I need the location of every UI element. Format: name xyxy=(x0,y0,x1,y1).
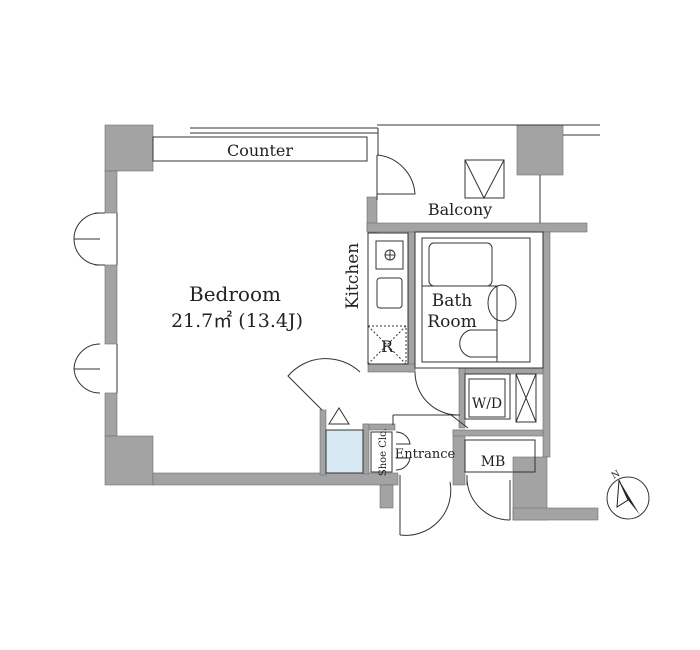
walls xyxy=(104,124,599,521)
north-compass-icon: N xyxy=(606,469,650,520)
drain-icon xyxy=(464,159,505,200)
compass-label: N xyxy=(610,469,622,482)
closet xyxy=(325,429,364,474)
kitchen-stove xyxy=(375,240,404,270)
bedroom-door[interactable] xyxy=(287,358,361,411)
balcony-door[interactable] xyxy=(376,154,416,200)
window-upper xyxy=(73,212,118,266)
washer-dryer xyxy=(468,378,506,418)
bath-door[interactable] xyxy=(414,371,459,416)
label-room: Room xyxy=(427,312,476,332)
toilet xyxy=(459,329,497,358)
entrance-door[interactable] xyxy=(399,475,452,536)
label-shoe-closet: Shoe Clo. xyxy=(378,428,389,476)
refrigerator-space xyxy=(367,325,407,365)
washbasin xyxy=(487,284,517,322)
label-counter: Counter xyxy=(227,141,293,160)
label-refrigerator: R xyxy=(381,337,394,356)
closet-door-marker xyxy=(328,407,350,425)
label-balcony: Balcony xyxy=(428,200,492,219)
meter-box xyxy=(464,439,536,473)
window-lower xyxy=(73,343,118,394)
kitchen-sink xyxy=(376,277,403,309)
label-bath: Bath xyxy=(432,291,472,311)
counter xyxy=(152,136,368,162)
label-meter-box: MB xyxy=(481,454,506,470)
mb-door[interactable] xyxy=(466,475,511,521)
label-bedroom: Bedroom xyxy=(189,282,281,306)
pipe-space xyxy=(515,373,537,423)
label-entrance: Entrance xyxy=(395,447,456,462)
label-washer-dryer: W/D xyxy=(472,396,502,412)
label-kitchen: Kitchen xyxy=(343,243,363,309)
bathroom xyxy=(421,237,531,363)
shoe-closet xyxy=(370,431,393,473)
label-bedroom-area: 21.7㎡ (13.4J) xyxy=(171,309,303,332)
bathtub xyxy=(428,242,493,287)
